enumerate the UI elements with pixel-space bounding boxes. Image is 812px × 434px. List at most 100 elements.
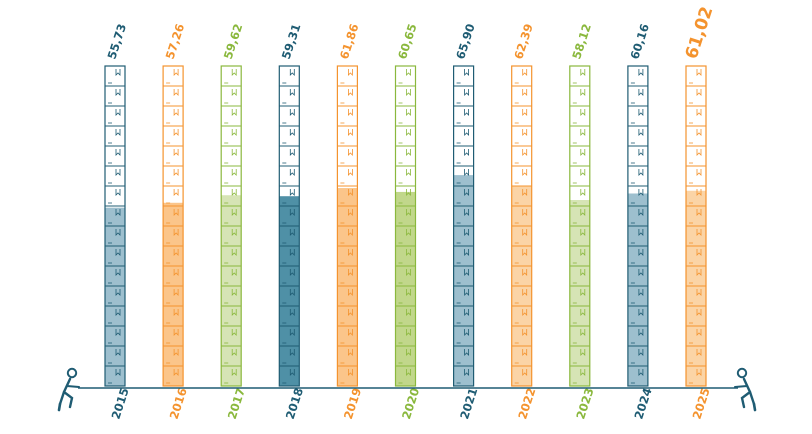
bar-segment-mark [696, 69, 702, 76]
bar-segment-mark [406, 209, 411, 216]
bar-segment-mark [638, 229, 644, 236]
bar-segment-mark [348, 329, 353, 336]
person-pulling-rope-left-icon [57, 367, 80, 412]
bar-segment-mark [289, 69, 295, 76]
person-pulling-rope-right-icon [734, 367, 757, 412]
bar-segment-mark [696, 349, 702, 356]
bar-fill-2017 [221, 195, 242, 386]
data-label-2022: 62,39 [511, 22, 536, 61]
bar-segment-mark [348, 69, 353, 76]
bar-fill-2021 [453, 175, 474, 386]
bar-segment-mark [464, 89, 469, 96]
bar-segment-mark [638, 329, 644, 336]
bar-segment-mark [696, 309, 702, 316]
bar-segment-mark [696, 129, 702, 136]
category-label-2019: 2019 [341, 386, 364, 421]
bar-segment-mark [173, 89, 179, 96]
bar-segment-mark [406, 369, 411, 376]
bar-segment-mark [115, 189, 121, 196]
bar-segment-mark [522, 89, 528, 96]
bar-segment-mark [580, 269, 586, 276]
bar-segment-mark [231, 149, 237, 156]
bar-segment-mark [464, 269, 469, 276]
bar-segment-mark [406, 249, 411, 256]
bar-segment-mark [348, 369, 353, 376]
bar-segment-mark [115, 109, 121, 116]
bar-segment-mark [580, 189, 586, 196]
bar-segment-mark [580, 89, 586, 96]
bar-segment-mark [115, 89, 121, 96]
bar-segment-mark [348, 309, 353, 316]
bar-segment-mark [406, 269, 411, 276]
bar-fill-2020 [395, 191, 416, 386]
data-label-2019: 61,86 [337, 22, 362, 61]
bar-segment-mark [580, 349, 586, 356]
bar-segment-mark [173, 309, 179, 316]
bar-segment-mark [231, 89, 237, 96]
bar-segment-mark [173, 249, 179, 256]
bar-segment-mark [289, 209, 295, 216]
bar-segment-mark [522, 329, 528, 336]
bar-segment-mark [696, 229, 702, 236]
bar-segment-mark [348, 349, 353, 356]
bar-segment-mark [173, 189, 179, 196]
bar-segment-mark [173, 289, 179, 296]
bar-segment-mark [115, 209, 121, 216]
bar-segment-mark [289, 189, 295, 196]
bar-segment-mark [348, 89, 353, 96]
bar-segment-mark [696, 249, 702, 256]
bar-segment-mark [406, 149, 411, 156]
bar-segment-mark [289, 149, 295, 156]
bar-segment-mark [696, 149, 702, 156]
bar-segment-mark [289, 109, 295, 116]
bar-group-2024: 60,16 2024 [627, 22, 655, 421]
bar-segment-mark [638, 249, 644, 256]
bar-segment-mark [231, 249, 237, 256]
bar-segment-mark [231, 229, 237, 236]
data-label-2018: 59,31 [279, 22, 304, 61]
bar-segment-mark [348, 209, 353, 216]
bar-segment-mark [348, 149, 353, 156]
bar-segment-mark [638, 149, 644, 156]
bar-segment-mark [231, 169, 237, 176]
bar-segment-mark [464, 229, 469, 236]
bar-fill-2025 [686, 190, 706, 386]
category-label-2020: 2020 [399, 386, 422, 421]
bar-segment-mark [522, 309, 528, 316]
bar-segment-mark [522, 149, 528, 156]
bar-segment-mark [173, 129, 179, 136]
bar-segment-mark [115, 169, 121, 176]
bar-segment-mark [638, 369, 644, 376]
bar-segment-mark [406, 229, 411, 236]
bar-segment-mark [173, 369, 179, 376]
data-label-2025: 61,02 [682, 4, 718, 61]
data-label-2016: 57,26 [163, 22, 188, 61]
bar-segment-mark [289, 369, 295, 376]
category-label-2015: 2015 [109, 386, 132, 421]
bar-segment-mark [638, 189, 644, 196]
bar-segment-mark [696, 109, 702, 116]
bar-segment-mark [289, 129, 295, 136]
bar-segment-mark [231, 109, 237, 116]
bar-segment-mark [231, 329, 237, 336]
bar-fill-2018 [279, 196, 300, 386]
bar-segment-mark [348, 129, 353, 136]
category-label-2022: 2022 [515, 386, 538, 421]
bar-segment-mark [464, 109, 469, 116]
data-label-2024: 60,16 [627, 22, 652, 61]
category-label-2024: 2024 [631, 386, 654, 421]
bar-segment-mark [231, 189, 237, 196]
bars-group: 55,73201557,26201659,62201759,31201861,8… [104, 4, 718, 421]
bar-segment-mark [348, 189, 353, 196]
bar-segment-mark [406, 189, 411, 196]
bar-segment-mark [522, 369, 528, 376]
bar-segment-mark [231, 309, 237, 316]
bar-segment-mark [289, 349, 295, 356]
bar-segment-mark [348, 269, 353, 276]
bar-segment-mark [406, 69, 411, 76]
bar-segment-mark [522, 109, 528, 116]
